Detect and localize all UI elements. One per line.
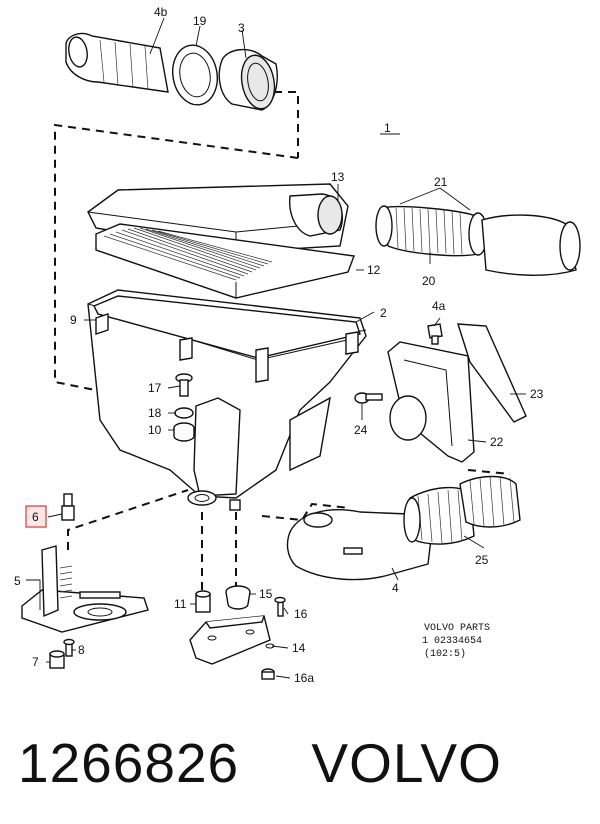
callout-16: 16 xyxy=(294,607,308,621)
callout-19: 19 xyxy=(193,14,207,28)
callout-15: 15 xyxy=(259,587,273,601)
washer-18 xyxy=(174,407,194,419)
callout-14: 14 xyxy=(292,641,306,655)
filter-element-12 xyxy=(95,223,355,299)
assembly-line-bracket xyxy=(67,489,189,550)
assembly-line-left xyxy=(54,123,299,391)
assembly-line-duct xyxy=(261,502,351,522)
screw-24 xyxy=(354,392,383,404)
callout-4b: 4b xyxy=(154,5,168,19)
grommet-15 xyxy=(225,585,251,610)
footer-caption: 1266826 VOLVO xyxy=(18,718,588,808)
callout-6-box: 6 xyxy=(25,505,47,528)
intake-pipe-assembly xyxy=(65,32,278,111)
bracket-14 xyxy=(189,615,275,665)
brand-name: VOLVO xyxy=(311,732,502,794)
duct-4 xyxy=(286,509,433,581)
callout-20: 20 xyxy=(422,274,436,288)
part-number: 1266826 xyxy=(18,732,240,794)
callout-9: 9 xyxy=(70,313,77,327)
callout-6: 6 xyxy=(32,510,39,524)
callout-21: 21 xyxy=(434,175,448,189)
callout-8: 8 xyxy=(78,643,85,657)
hoses-25 xyxy=(403,475,521,545)
nut-16a xyxy=(261,668,275,680)
callout-12: 12 xyxy=(367,263,381,277)
spacer-11 xyxy=(195,590,211,613)
air-cleaner-exploded-diagram: 4b 19 3 1 13 21 12 20 4a 9 2 23 17 18 10… xyxy=(14,5,581,685)
hose-assembly-20-21 xyxy=(375,205,581,276)
callout-1: 1 xyxy=(384,121,391,135)
callout-17: 17 xyxy=(148,381,162,395)
seal-ring-19 xyxy=(172,44,218,106)
assembly-line-top xyxy=(274,91,299,158)
callout-7: 7 xyxy=(32,655,39,669)
callout-18: 18 xyxy=(148,406,162,420)
callout-10: 10 xyxy=(148,423,162,437)
callout-24: 24 xyxy=(354,423,368,437)
intake-pipe-4b xyxy=(65,32,169,93)
stamp-line-3: (102:5) xyxy=(424,648,466,660)
nut-7 xyxy=(49,650,65,669)
leader-lines xyxy=(26,17,526,679)
panel-23 xyxy=(457,323,527,423)
callout-3: 3 xyxy=(238,21,245,35)
clip-4a xyxy=(427,323,443,345)
callout-4: 4 xyxy=(392,581,399,595)
callout-22: 22 xyxy=(490,435,504,449)
callout-23: 23 xyxy=(530,387,544,401)
bolt-17 xyxy=(175,373,193,397)
callout-2: 2 xyxy=(380,306,387,320)
assembly-line-duct-2 xyxy=(467,469,511,475)
callout-16a: 16a xyxy=(294,671,314,685)
callout-4a: 4a xyxy=(432,299,446,313)
stamp-line-1: VOLVO PARTS xyxy=(424,623,490,634)
housing-gasket-2 xyxy=(93,295,361,359)
screw-8 xyxy=(63,638,75,657)
air-cleaner-housing xyxy=(87,289,367,511)
screw-16 xyxy=(274,596,286,617)
callout-13: 13 xyxy=(331,170,345,184)
callouts: 4b 19 3 1 13 21 12 20 4a 9 2 23 17 18 10… xyxy=(14,5,544,685)
callout-25: 25 xyxy=(475,553,489,567)
sensor-6 xyxy=(61,493,75,521)
catalog-stamp: VOLVO PARTS 1 02334654 (102:5) xyxy=(422,623,490,660)
intake-pipe-right xyxy=(481,214,577,276)
callout-11: 11 xyxy=(174,597,187,611)
rubber-bush-10 xyxy=(173,422,195,442)
callout-5: 5 xyxy=(14,574,21,588)
bracket-5 xyxy=(21,545,149,633)
duct-22-opening xyxy=(389,395,427,441)
stamp-line-2: 1 02334654 xyxy=(422,636,482,647)
